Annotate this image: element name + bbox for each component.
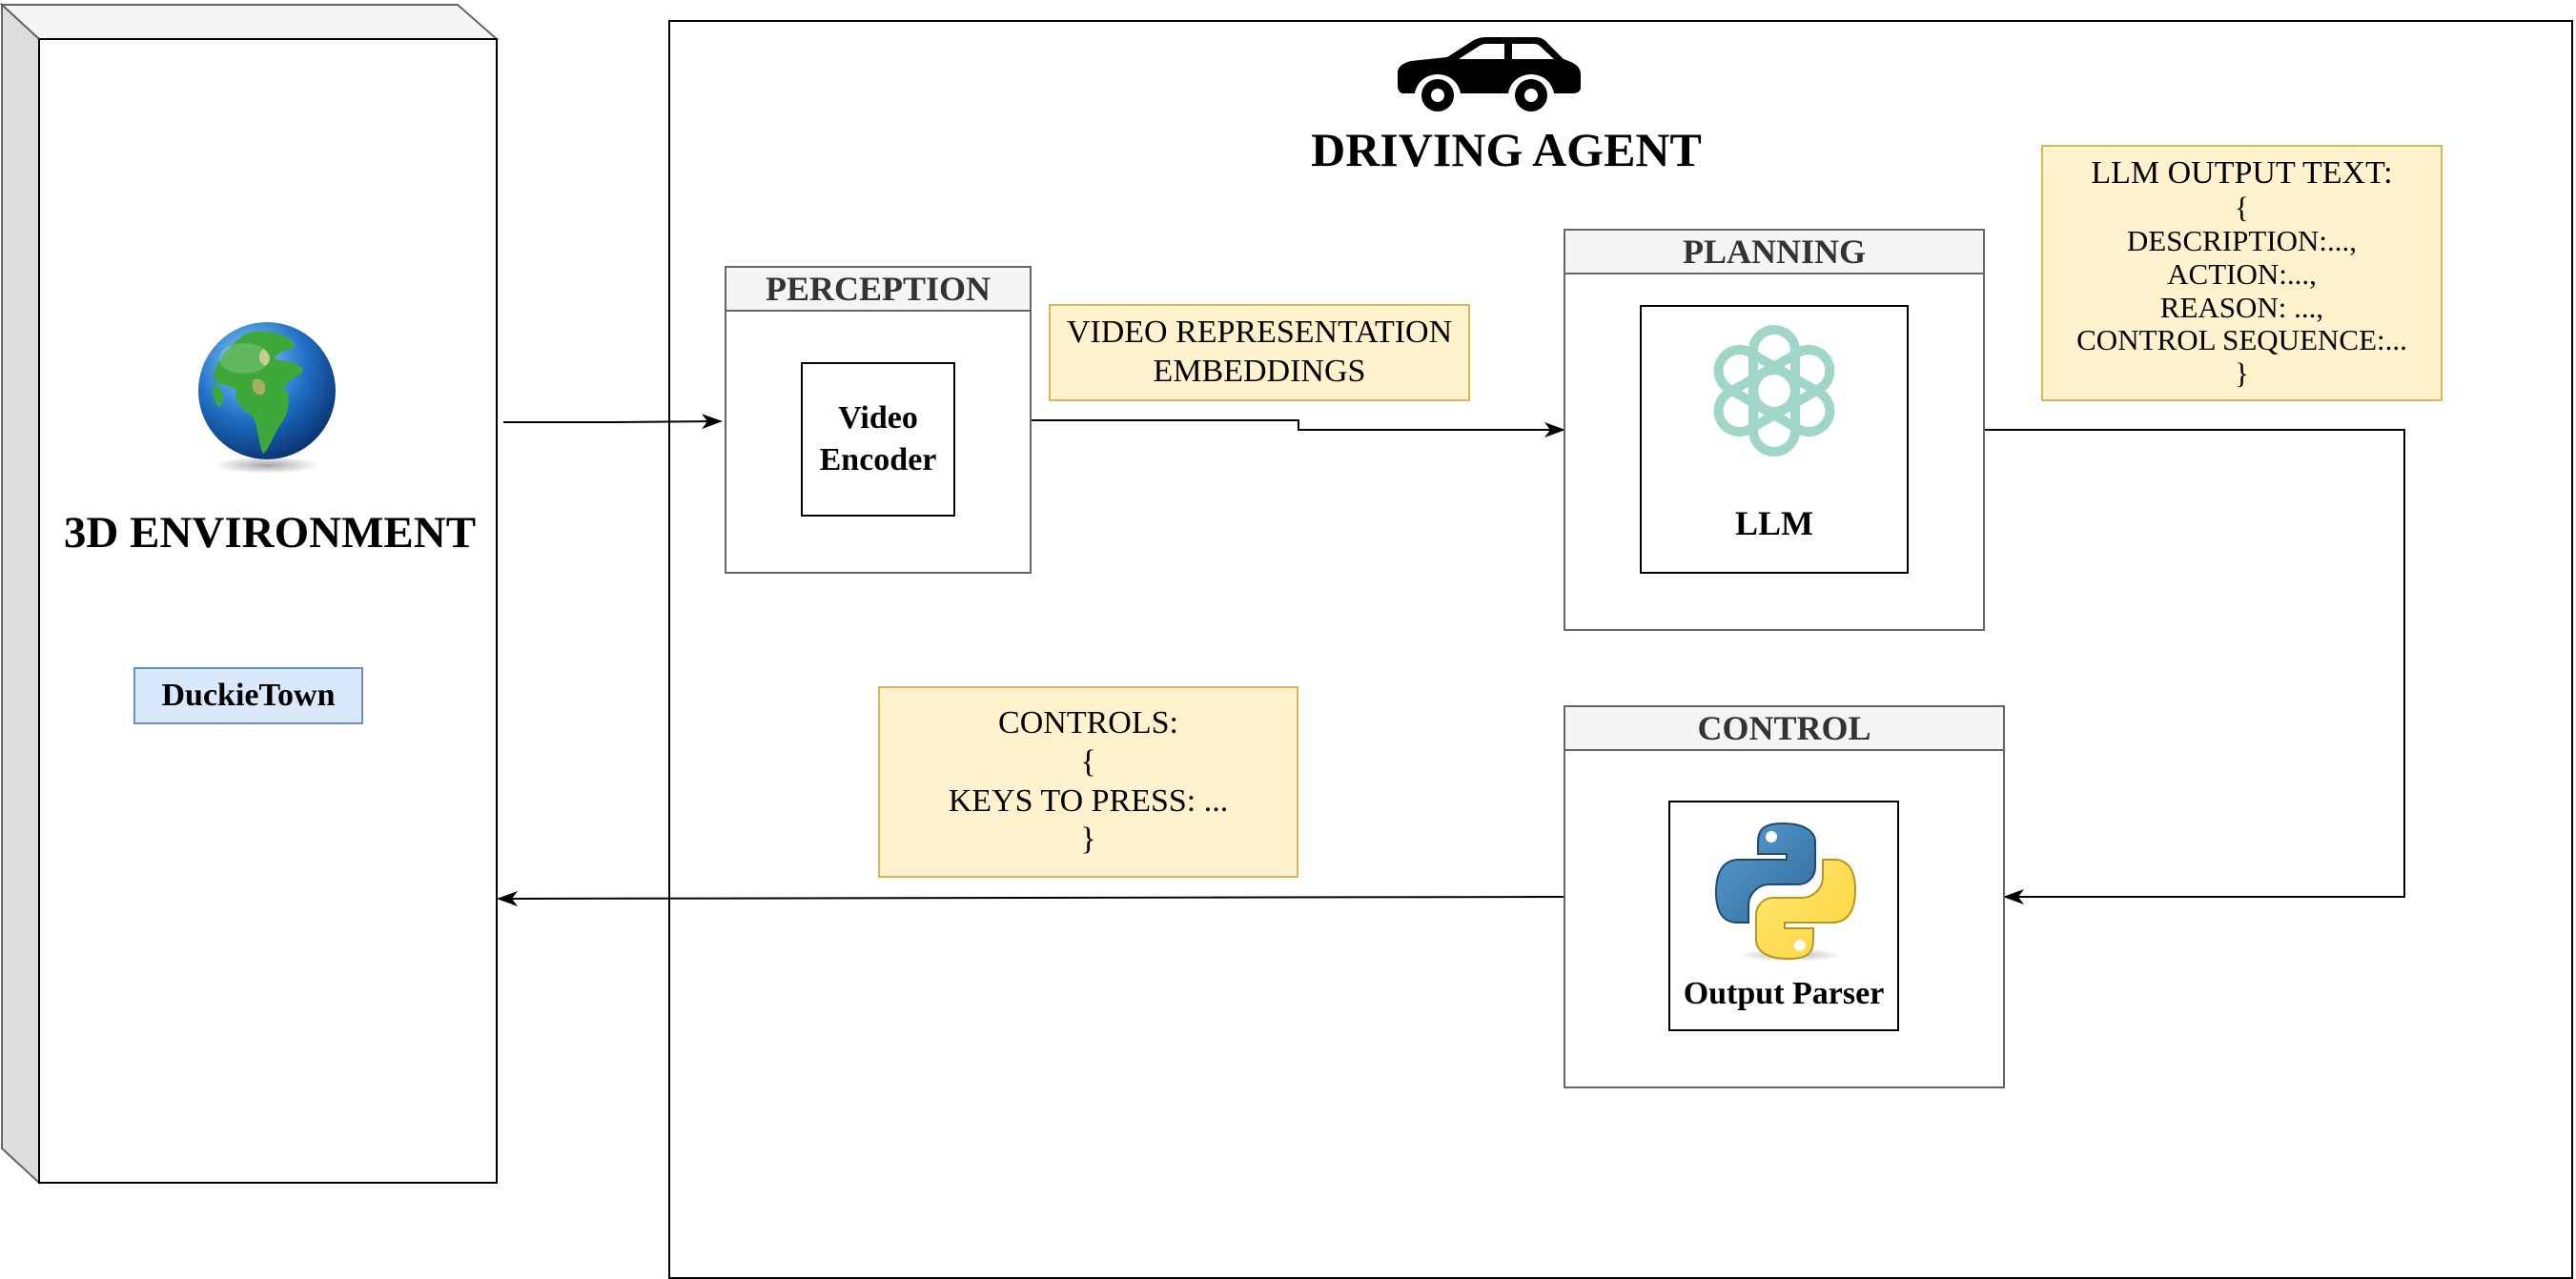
planning-header: PLANNING [1565, 231, 1983, 274]
controls-note-line4: } [1080, 822, 1096, 858]
llm-output-line6: CONTROL SEQUENCE:... [2076, 323, 2407, 357]
controls-note: CONTROLS: { KEYS TO PRESS: ... } [878, 686, 1298, 878]
llm-output-line2: { [2235, 191, 2249, 225]
controls-note-line3: KEYS TO PRESS: ... [948, 782, 1229, 819]
arrow-env-to-perception [503, 414, 723, 430]
controls-note-line1: CONTROLS: [998, 704, 1178, 741]
video-encoder-label-line2: Encoder [819, 442, 937, 477]
embeddings-note-line2: EMBEDDINGS [1153, 354, 1366, 389]
llm-box: LLM [1640, 305, 1909, 574]
openai-logo-icon [1713, 325, 1835, 457]
llm-output-line1: LLM OUTPUT TEXT: [2091, 155, 2393, 192]
embeddings-note-line1: VIDEO REPRESENTATION [1066, 315, 1453, 351]
perception-header: PERCEPTION [726, 268, 1030, 312]
driving-agent-title: DRIVING AGENT [1311, 123, 1702, 176]
environment-title: 3D ENVIRONMENT [63, 508, 477, 558]
llm-output-line4: ACTION:..., [2167, 256, 2317, 291]
output-parser-label: Output Parser [1683, 976, 1885, 1011]
output-parser-box: Output Parser [1668, 801, 1899, 1031]
llm-output-line5: REASON: ..., [2159, 290, 2324, 324]
arrow-perception-to-planning [1032, 419, 1565, 437]
arrow-planning-to-control [1985, 429, 2405, 904]
environment-cube [0, 2, 500, 1186]
python-logo-icon [1714, 822, 1857, 962]
controls-note-line2: { [1080, 743, 1096, 780]
video-encoder-box: Video Encoder [801, 362, 955, 517]
car-icon [1398, 37, 1581, 112]
control-header: CONTROL [1565, 707, 2003, 751]
llm-output-line7: } [2235, 355, 2249, 390]
duckietown-label: DuckieTown [133, 667, 363, 724]
llm-output-note: LLM OUTPUT TEXT: { DESCRIPTION:..., ACTI… [2041, 145, 2443, 401]
driving-agent-frame [668, 20, 2573, 1279]
globe-icon [198, 322, 336, 474]
llm-label: LLM [1734, 504, 1813, 542]
video-embeddings-note: VIDEO REPRESENTATION EMBEDDINGS [1049, 304, 1470, 401]
llm-output-line3: DESCRIPTION:..., [2126, 224, 2358, 258]
arrow-control-to-env [497, 890, 1565, 906]
video-encoder-label-line1: Video [838, 399, 918, 436]
